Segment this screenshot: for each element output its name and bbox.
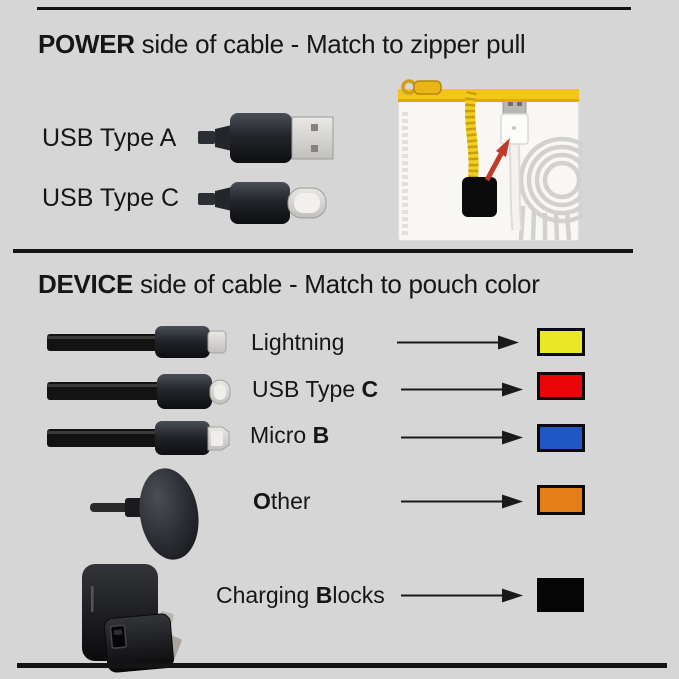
zipper-slider-icon [401, 79, 442, 95]
row-label-micro-b: Micro B [250, 424, 329, 447]
color-swatch-blue [537, 424, 585, 452]
device-section-heading: DEVICE side of cable - Match to pouch co… [38, 270, 540, 299]
black-pull-tag [462, 177, 497, 217]
color-swatch-red [537, 372, 585, 400]
middle-divider-line [13, 249, 633, 253]
device-heading-bold: DEVICE [38, 269, 134, 299]
usb-type-c-label: USB Type C [42, 184, 180, 212]
power-heading-rest: side of cable - Match to zipper pull [134, 29, 526, 59]
coiled-white-cable [518, 136, 583, 241]
white-cable-highlight [510, 141, 521, 231]
color-swatch-yellow [537, 328, 585, 356]
pouch-photo-graphic [397, 79, 583, 241]
top-divider-line [37, 7, 631, 10]
lightning-connector-icon [47, 326, 227, 358]
color-swatch-orange [537, 485, 585, 515]
label-pre: Charging [216, 582, 316, 608]
arrow-usb-type-c [401, 382, 523, 397]
white-usb-plug-icon [500, 97, 529, 145]
device-heading-rest: side of cable - Match to pouch color [133, 269, 540, 299]
red-arrow-icon [484, 138, 510, 182]
label-post: ther [270, 488, 311, 514]
power-heading-bold: POWER [38, 29, 135, 59]
usb-c-device-connector-icon [47, 374, 231, 409]
color-swatch-black [537, 578, 584, 612]
row-label-other: Other [253, 490, 311, 513]
zipper-band-shadow [398, 99, 579, 102]
label-post: locks [332, 582, 385, 608]
usb-type-a-label: USB Type A [42, 124, 177, 152]
row-label-charging-blocks: Charging Blocks [216, 584, 385, 607]
label-bold: B [315, 582, 333, 608]
label-pre: Micro [250, 422, 313, 448]
label-bold: O [253, 488, 271, 514]
usb-a-connector-icon [198, 113, 334, 163]
label-pre: USB Type [252, 376, 362, 402]
pouch-photo [396, 78, 583, 241]
label-bold: B [312, 422, 330, 448]
yellow-zipper-band [398, 89, 579, 101]
row-label-lightning: Lightning [251, 331, 344, 354]
arrow-charging-blocks [401, 588, 523, 603]
label-pre: Lightning [251, 329, 345, 355]
arrow-lightning [397, 335, 519, 350]
arrow-other [401, 494, 523, 509]
coil-texture [465, 90, 479, 179]
other-puck-connector-icon [90, 468, 199, 560]
power-section-heading: POWER side of cable - Match to zipper pu… [38, 29, 526, 59]
bottom-divider-line [17, 663, 667, 668]
arrow-micro-b [401, 430, 523, 445]
charging-blocks-icon [82, 564, 182, 673]
row-label-usb-type-c: USB Type C [252, 378, 378, 401]
usb-c-connector-icon [198, 182, 327, 224]
micro-b-connector-icon [47, 421, 230, 455]
label-bold: C [361, 376, 379, 402]
